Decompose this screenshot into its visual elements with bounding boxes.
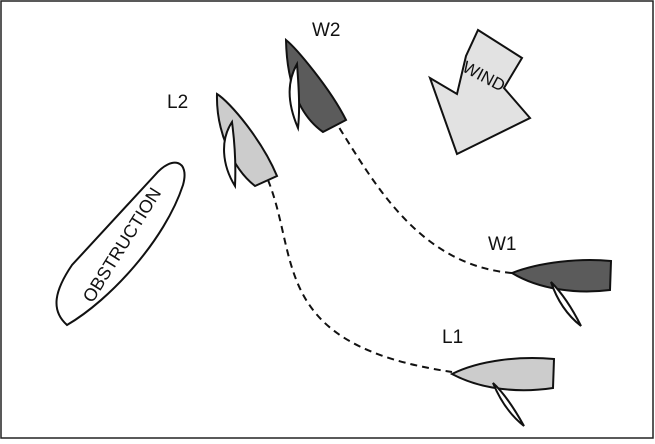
- boat-w2-label: W2: [312, 20, 341, 41]
- wind-arrow-icon: [428, 28, 532, 156]
- wind-arrow: WIND: [428, 28, 532, 156]
- boat-l2-hull: [215, 92, 279, 188]
- boat-l2: L2: [167, 92, 279, 190]
- boat-l1-label: L1: [442, 327, 463, 348]
- boat-l1: L1: [442, 327, 556, 427]
- boat-l2-sail: [223, 119, 237, 190]
- boat-l1-hull: [449, 357, 556, 392]
- boat-l1-sail: [492, 382, 525, 427]
- boat-w2: W2: [284, 20, 348, 134]
- boat-l2-label: L2: [167, 92, 188, 113]
- boat-w2-sail: [288, 60, 301, 132]
- boat-w1-label: W1: [488, 234, 517, 255]
- windward-boat-track: [332, 117, 513, 274]
- boat-w1: W1: [488, 234, 613, 327]
- boat-w1-sail: [550, 281, 582, 327]
- boat-w1-hull: [509, 259, 613, 293]
- leeward-boat-track: [267, 179, 453, 373]
